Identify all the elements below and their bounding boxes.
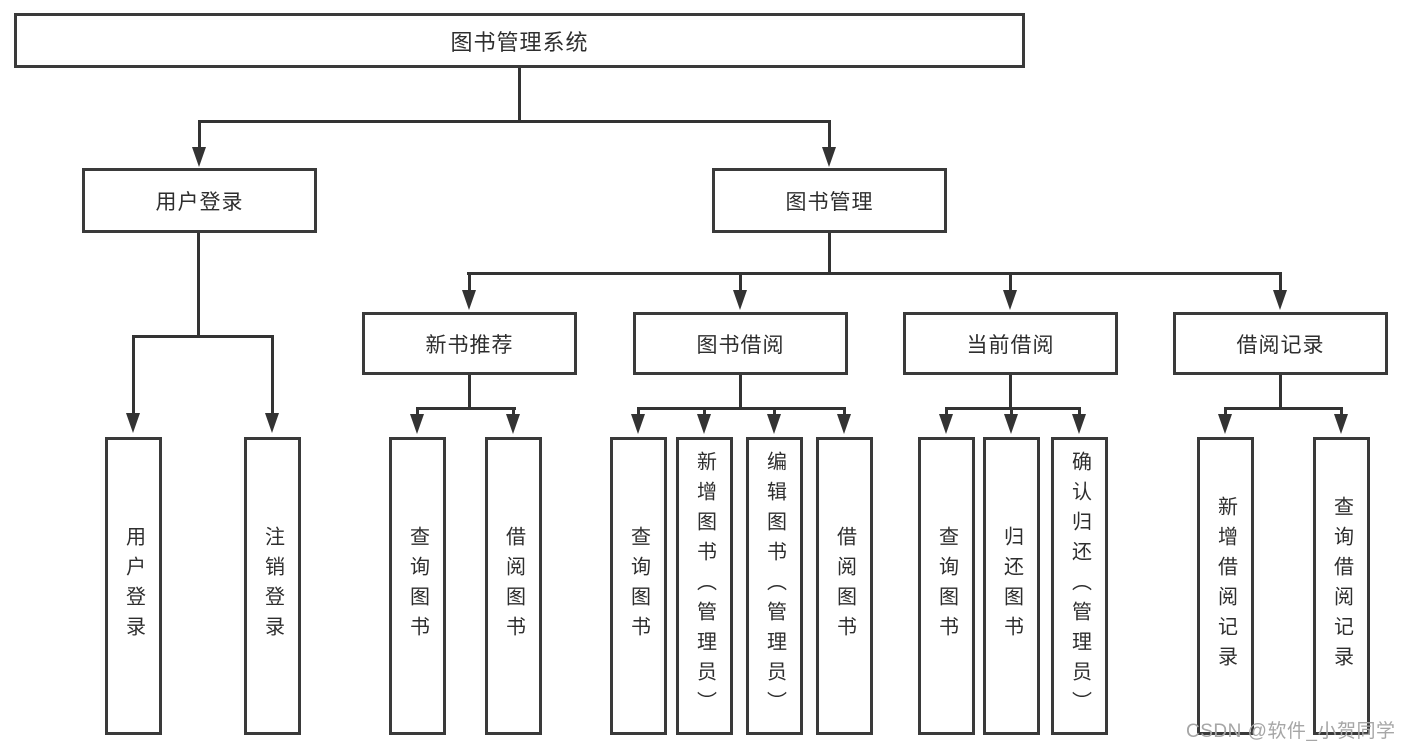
leaf-logout: 注销登录 bbox=[244, 437, 301, 735]
node-new-book-recommend: 新书推荐 bbox=[362, 312, 577, 375]
arrowhead-current-borrow-leaf1 bbox=[939, 414, 953, 434]
edge-drop-book-borrow-leaf3 bbox=[773, 410, 776, 415]
edge-drop-book-borrow bbox=[739, 275, 742, 291]
leaf-borrow-books-label: 借阅图书 bbox=[833, 526, 856, 646]
leaf-confirm-return-admin: 确认归还（管理员） bbox=[1051, 437, 1108, 735]
edge-drop-new-book bbox=[468, 275, 471, 291]
arrowhead-user-login bbox=[192, 147, 206, 167]
leaf-user-login-label: 用户登录 bbox=[122, 526, 145, 646]
edge-borrow-records-rail bbox=[1224, 407, 1343, 410]
edge-drop-user-login bbox=[198, 123, 201, 147]
leaf-add-books-admin-label: 新增图书（管理员） bbox=[693, 451, 716, 721]
node-book-management: 图书管理 bbox=[712, 168, 947, 233]
leaf-logout-label: 注销登录 bbox=[261, 526, 284, 646]
arrowhead-new-book-leaf2 bbox=[506, 414, 520, 434]
leaf-add-borrow-record: 新增借阅记录 bbox=[1197, 437, 1254, 735]
leaf-add-books-admin: 新增图书（管理员） bbox=[676, 437, 733, 735]
leaf-edit-books-admin-label: 编辑图书（管理员） bbox=[763, 451, 786, 721]
leaf-recommend-borrow-books-label: 借阅图书 bbox=[502, 526, 525, 646]
node-library-system: 图书管理系统 bbox=[14, 13, 1025, 68]
edge-drop-user-login-leaf1 bbox=[132, 338, 135, 413]
edge-drop-current-borrow-leaf2 bbox=[1010, 410, 1013, 415]
node-user-login: 用户登录 bbox=[82, 168, 317, 233]
csdn-watermark: CSDN @软件_小贺同学 bbox=[1186, 721, 1396, 742]
leaf-query-borrow-record: 查询借阅记录 bbox=[1313, 437, 1370, 735]
arrowhead-borrow-records bbox=[1273, 290, 1287, 310]
arrowhead-new-book bbox=[462, 290, 476, 310]
edge-drop-book-borrow-leaf4 bbox=[843, 410, 846, 415]
edge-drop-book-mgmt bbox=[828, 123, 831, 147]
edge-drop-borrow-records bbox=[1279, 275, 1282, 291]
arrowhead-current-borrow-leaf3 bbox=[1072, 414, 1086, 434]
leaf-return-books-label: 归还图书 bbox=[1000, 526, 1023, 646]
leaf-return-books: 归还图书 bbox=[983, 437, 1040, 735]
edge-new-book-rail bbox=[416, 407, 516, 410]
arrowhead-user-login-leaf1 bbox=[126, 413, 140, 433]
node-current-borrow: 当前借阅 bbox=[903, 312, 1118, 375]
arrowhead-book-borrow-leaf4 bbox=[837, 414, 851, 434]
leaf-query-borrow-record-label: 查询借阅记录 bbox=[1330, 496, 1353, 676]
node-current-borrow-label: 当前借阅 bbox=[966, 333, 1055, 357]
edge-drop-user-login-leaf2 bbox=[271, 338, 274, 413]
arrowhead-book-borrow bbox=[733, 290, 747, 310]
edge-book-mgmt-stem bbox=[828, 233, 831, 275]
arrowhead-borrow-records-leaf1 bbox=[1218, 414, 1232, 434]
arrowhead-current-borrow-leaf2 bbox=[1004, 414, 1018, 434]
arrowhead-new-book-leaf1 bbox=[410, 414, 424, 434]
edge-drop-borrow-records-leaf1 bbox=[1224, 410, 1227, 415]
edge-drop-current-borrow bbox=[1009, 275, 1012, 291]
arrowhead-current-borrow bbox=[1003, 290, 1017, 310]
edge-borrow-records-stem bbox=[1279, 375, 1282, 410]
edge-current-borrow-stem bbox=[1009, 375, 1012, 410]
edge-user-login-stem bbox=[197, 233, 200, 338]
edge-new-book-stem bbox=[468, 375, 471, 410]
edge-level3-rail bbox=[467, 272, 1282, 275]
node-book-borrow: 图书借阅 bbox=[633, 312, 848, 375]
leaf-borrow-query-books-label: 查询图书 bbox=[627, 526, 650, 646]
edge-drop-book-borrow-leaf1 bbox=[637, 410, 640, 415]
edge-user-login-rail bbox=[132, 335, 274, 338]
leaf-recommend-borrow-books: 借阅图书 bbox=[485, 437, 542, 735]
leaf-edit-books-admin: 编辑图书（管理员） bbox=[746, 437, 803, 735]
arrowhead-book-borrow-leaf2 bbox=[697, 414, 711, 434]
leaf-add-borrow-record-label: 新增借阅记录 bbox=[1214, 496, 1237, 676]
leaf-user-login: 用户登录 bbox=[105, 437, 162, 735]
edge-drop-borrow-records-leaf2 bbox=[1340, 410, 1343, 415]
leaf-recommend-query-books-label: 查询图书 bbox=[406, 526, 429, 646]
node-new-book-recommend-label: 新书推荐 bbox=[425, 333, 514, 357]
leaf-confirm-return-admin-label: 确认归还（管理员） bbox=[1068, 451, 1091, 721]
node-borrow-records: 借阅记录 bbox=[1173, 312, 1388, 375]
leaf-borrow-books: 借阅图书 bbox=[816, 437, 873, 735]
node-borrow-records-label: 借阅记录 bbox=[1236, 333, 1325, 357]
arrowhead-book-borrow-leaf3 bbox=[767, 414, 781, 434]
arrowhead-book-mgmt bbox=[822, 147, 836, 167]
edge-drop-new-book-leaf2 bbox=[512, 410, 515, 415]
edge-book-borrow-stem bbox=[739, 375, 742, 410]
leaf-borrow-query-books: 查询图书 bbox=[610, 437, 667, 735]
edge-current-borrow-rail bbox=[945, 407, 1081, 410]
edge-level2-rail bbox=[198, 120, 831, 123]
edge-root-stem bbox=[518, 68, 521, 123]
node-book-management-label: 图书管理 bbox=[785, 190, 874, 214]
node-book-borrow-label: 图书借阅 bbox=[696, 333, 785, 357]
edge-drop-book-borrow-leaf2 bbox=[703, 410, 706, 415]
edge-drop-current-borrow-leaf1 bbox=[945, 410, 948, 415]
leaf-recommend-query-books: 查询图书 bbox=[389, 437, 446, 735]
edge-drop-new-book-leaf1 bbox=[416, 410, 419, 415]
leaf-current-query-books: 查询图书 bbox=[918, 437, 975, 735]
edge-book-borrow-rail bbox=[637, 407, 846, 410]
edge-drop-current-borrow-leaf3 bbox=[1078, 410, 1081, 415]
node-user-login-label: 用户登录 bbox=[155, 190, 244, 214]
arrowhead-user-login-leaf2 bbox=[265, 413, 279, 433]
arrowhead-borrow-records-leaf2 bbox=[1334, 414, 1348, 434]
arrowhead-book-borrow-leaf1 bbox=[631, 414, 645, 434]
leaf-current-query-books-label: 查询图书 bbox=[935, 526, 958, 646]
node-library-system-label: 图书管理系统 bbox=[450, 29, 589, 55]
